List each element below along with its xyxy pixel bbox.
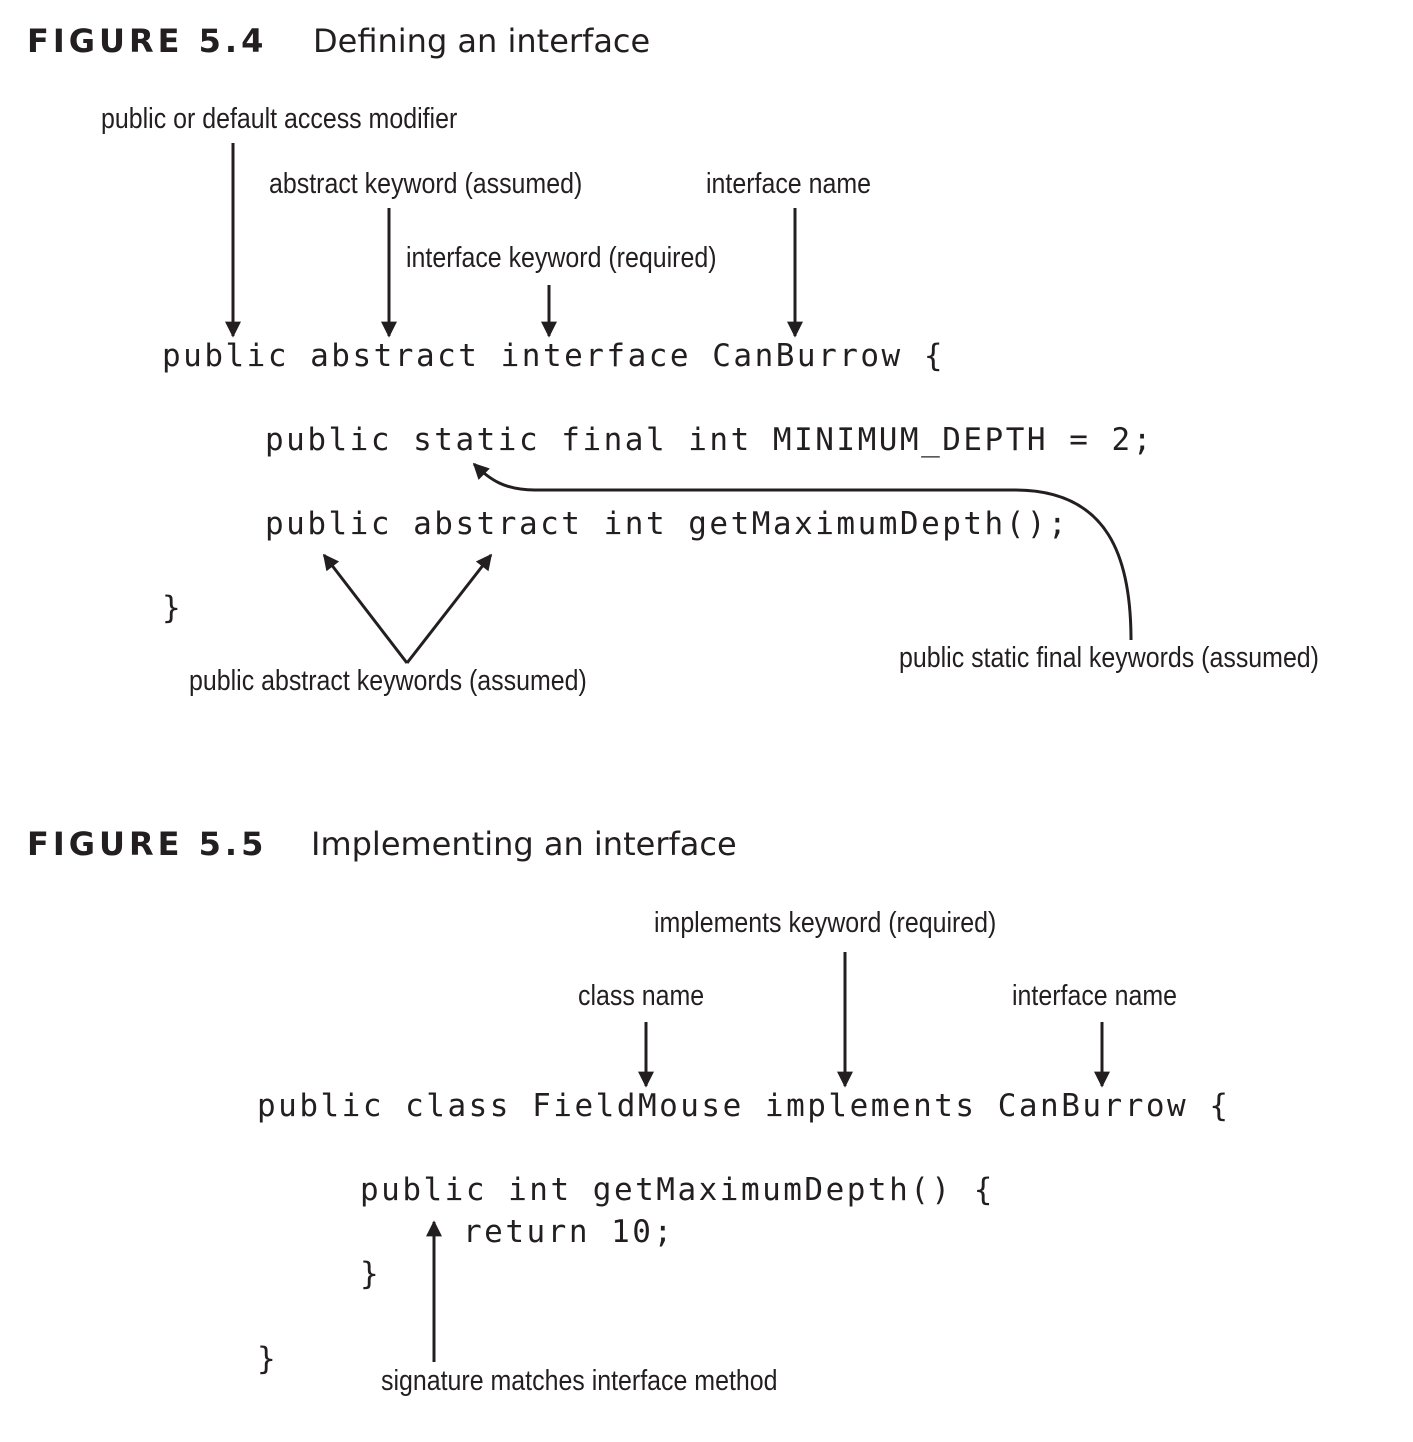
annotation-access-modifier: public or default access modifier bbox=[101, 103, 458, 135]
code-class-closing-brace: } bbox=[257, 1341, 279, 1377]
annotation-public-static-final-keywords: public static final keywords (assumed) bbox=[899, 642, 1319, 674]
code-method-closing-brace: } bbox=[360, 1256, 382, 1292]
figure-5-5-title: Implementing an interface bbox=[311, 825, 737, 863]
annotation-public-abstract-keywords: public abstract keywords (assumed) bbox=[189, 665, 587, 697]
code-method-declaration: public abstract int getMaximumDepth(); bbox=[265, 506, 1070, 542]
figure-5-4-number: FIGURE 5.4 bbox=[27, 22, 268, 60]
figure-5-5-number: FIGURE 5.5 bbox=[27, 825, 268, 863]
arrow-abstract-method-keyword bbox=[405, 553, 493, 664]
arrow-static-final-keywords bbox=[472, 462, 1133, 641]
code-constant-declaration: public static final int MINIMUM_DEPTH = … bbox=[265, 422, 1154, 458]
annotation-interface-keyword: interface keyword (required) bbox=[406, 242, 717, 274]
arrow-public-keyword bbox=[322, 553, 409, 664]
code-class-declaration: public class FieldMouse implements CanBu… bbox=[257, 1088, 1231, 1124]
annotation-interface-name: interface name bbox=[706, 168, 871, 200]
code-return-statement: return 10; bbox=[463, 1214, 675, 1250]
annotation-abstract-keyword: abstract keyword (assumed) bbox=[269, 168, 583, 200]
figure-5-4-title: Defining an interface bbox=[313, 22, 651, 60]
code-method-implementation: public int getMaximumDepth() { bbox=[360, 1172, 995, 1208]
annotation-interface-name-2: interface name bbox=[1012, 980, 1177, 1012]
code-closing-brace: } bbox=[162, 590, 184, 626]
annotation-implements-keyword: implements keyword (required) bbox=[654, 907, 997, 939]
code-interface-declaration: public abstract interface CanBurrow { bbox=[162, 338, 946, 374]
annotation-class-name: class name bbox=[578, 980, 705, 1012]
annotation-signature: signature matches interface method bbox=[381, 1365, 778, 1397]
